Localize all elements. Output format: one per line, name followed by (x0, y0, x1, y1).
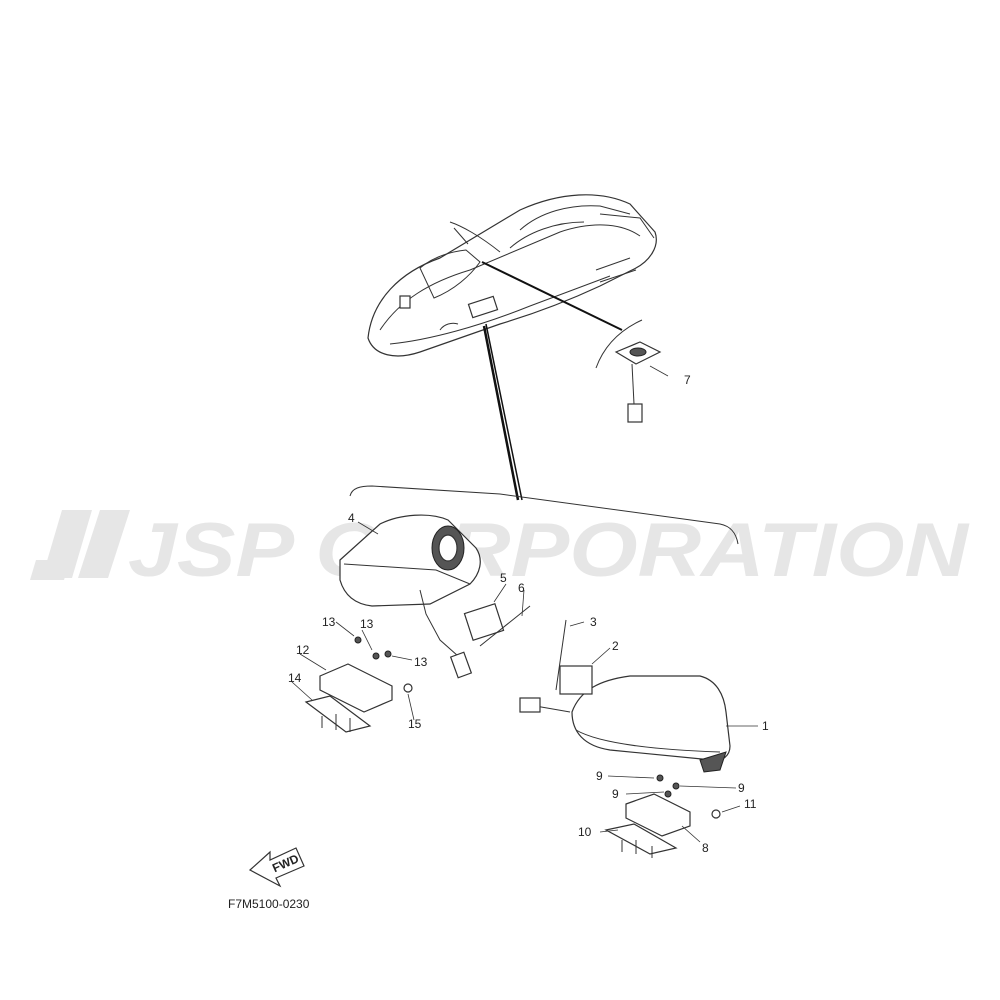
callout-9c: 9 (738, 781, 745, 795)
reference-lines (481, 261, 623, 501)
watermark-text: JSP CORPORATION (128, 508, 970, 593)
callout-2: 2 (612, 639, 619, 653)
callout-11: 11 (744, 797, 757, 811)
callout-6: 6 (518, 581, 525, 595)
watercraft-overview (367, 194, 657, 357)
fwd-arrow-icon: FWD (248, 847, 305, 888)
part-3-strap (555, 619, 567, 691)
callout-10: 10 (578, 825, 592, 839)
callout-12: 12 (296, 643, 310, 657)
callout-8: 8 (702, 841, 709, 855)
callout-3: 3 (590, 615, 597, 629)
part-6-strap (479, 605, 531, 647)
callout-1: 1 (762, 719, 769, 733)
part-2-pad (559, 665, 593, 695)
callout-5: 5 (500, 571, 507, 585)
right-mount-group (604, 774, 721, 858)
watermark: JSP CORPORATION (30, 508, 970, 593)
part-5-pad (463, 602, 505, 642)
detail-bracket-7 (595, 319, 662, 423)
callout-9b: 9 (612, 787, 619, 801)
callout-4: 4 (348, 511, 355, 525)
leader-lines (291, 365, 758, 843)
jsp-logo-mark (30, 510, 130, 580)
callout-14: 14 (288, 671, 302, 685)
exploded-view-bracket (349, 485, 739, 545)
part-1-cover (519, 675, 731, 773)
callout-9a: 9 (596, 769, 603, 783)
part-4-compartment (339, 514, 481, 679)
callout-13b: 13 (360, 617, 374, 631)
callout-13a: 13 (322, 615, 336, 629)
callouts: 4 5 6 7 3 2 1 13 13 13 12 14 15 9 9 9 11… (288, 373, 769, 855)
callout-13c: 13 (414, 655, 428, 669)
callout-15: 15 (408, 717, 422, 731)
callout-7: 7 (684, 373, 691, 387)
diagram-code: F7M5100-0230 (228, 897, 310, 911)
left-mount-group (304, 636, 413, 733)
